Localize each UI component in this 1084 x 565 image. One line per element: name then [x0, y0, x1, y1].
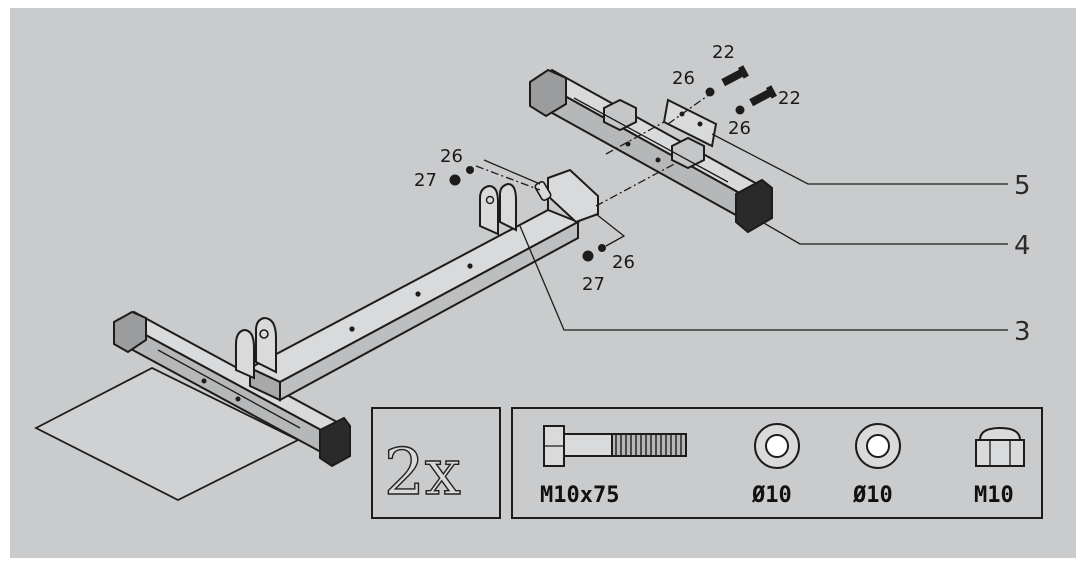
callout-left-nut: 27: [414, 170, 437, 191]
kit-contents-box: M10x75 Ø10 Ø10 M10: [511, 407, 1043, 519]
callout-top-washer-2: 26: [728, 118, 751, 139]
callout-part-4: 4: [1014, 231, 1031, 261]
kit-quantity-box: 2x: [371, 407, 501, 519]
callout-left-washer: 26: [440, 146, 463, 167]
kit-item-washer-1-label: Ø10: [751, 483, 792, 508]
hardware-top: [595, 65, 777, 207]
callout-top-washer-1: 26: [672, 68, 695, 89]
callout-part-3: 3: [1014, 317, 1031, 347]
kit-item-bolt-label: M10x75: [540, 483, 619, 508]
leader-lines: [519, 133, 1008, 331]
hardware-lower: [582, 213, 626, 262]
hardware-left: [449, 159, 541, 191]
callout-labels: 22 22 26 26 26 27 26 27 5 4 3: [414, 42, 1031, 347]
callout-lower-washer: 26: [612, 252, 635, 273]
bolt-icon: [543, 425, 687, 467]
nut-icon: [975, 426, 1025, 467]
front-crossbar: [113, 310, 351, 468]
main-beam: [235, 168, 599, 402]
callout-top-bolt-2: 22: [778, 88, 801, 109]
washer-icon: [855, 423, 901, 469]
rear-crossbar: [529, 68, 773, 234]
kit-quantity: 2x: [384, 436, 461, 510]
callout-top-bolt-1: 22: [712, 42, 735, 63]
callout-part-5: 5: [1014, 171, 1031, 201]
washer-icon: [754, 423, 800, 469]
kit-item-nut-label: M10: [974, 483, 1014, 508]
callout-lower-nut: 27: [582, 274, 605, 295]
kit-item-washer-2-label: Ø10: [852, 483, 893, 508]
